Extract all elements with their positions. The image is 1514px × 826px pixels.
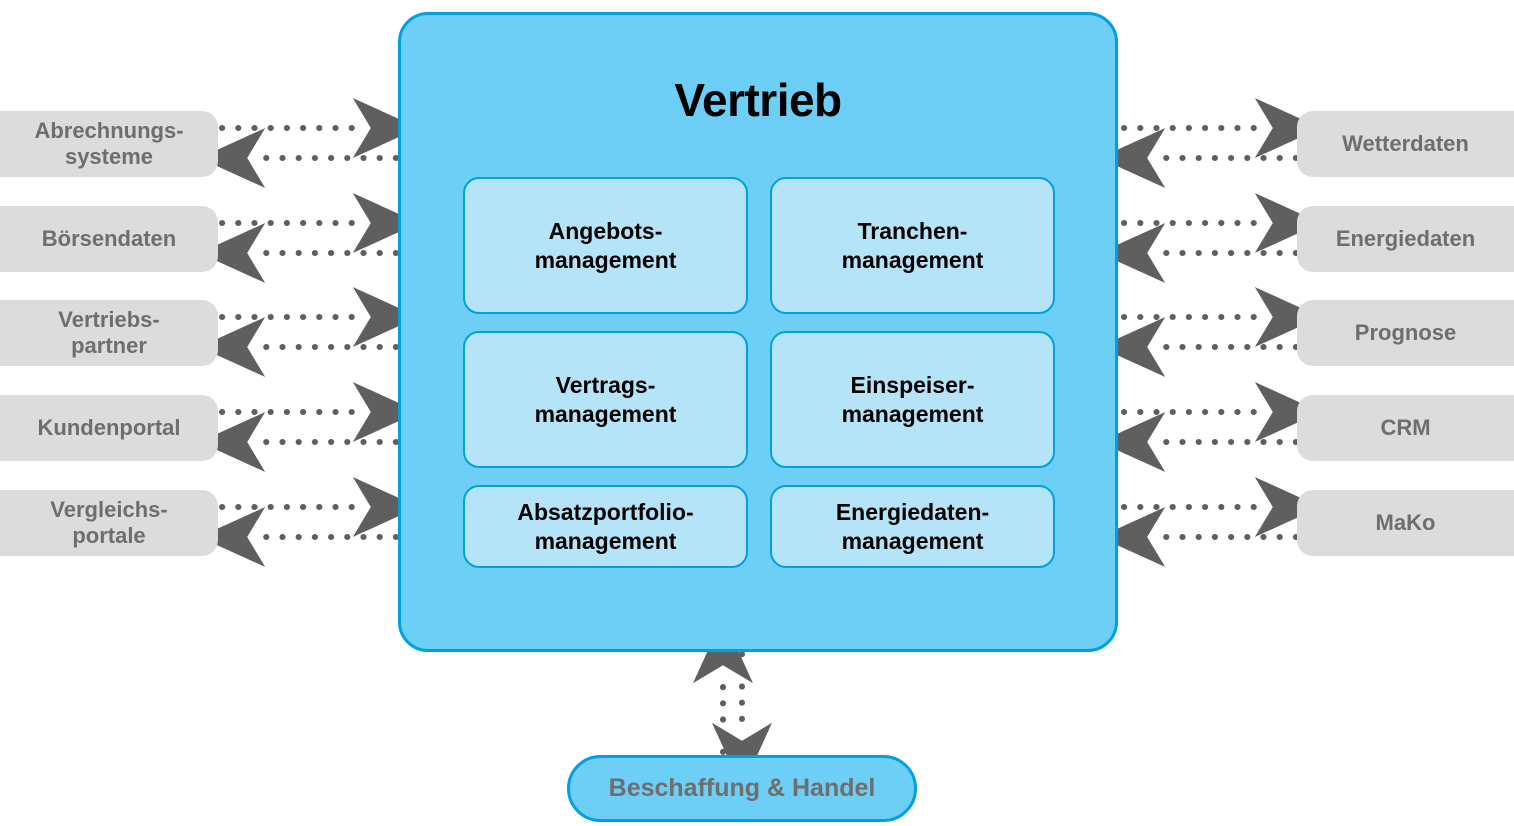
module-row-3: Absatzportfolio- management Energiedaten… [463,485,1055,568]
vertrieb-container[interactable]: Vertrieb Angebots- management Tranchen- … [398,12,1118,652]
node-boersendaten[interactable]: Börsendaten [0,206,218,272]
node-vertriebspartner[interactable]: Vertriebs- partner [0,300,218,366]
module-vertragsmanagement[interactable]: Vertrags- management [463,331,748,468]
module-label: Angebots- management [534,218,677,273]
module-absatzportfoliomanagement[interactable]: Absatzportfolio- management [463,485,748,568]
module-grid: Angebots- management Tranchen- managemen… [463,177,1055,585]
node-label: Abrechnungs- systeme [34,118,184,169]
module-label: Tranchen- management [841,218,984,273]
module-label: Vertrags- management [534,372,677,427]
module-row-2: Vertrags- management Einspeiser- managem… [463,331,1055,468]
node-label: Energiedaten [1335,226,1476,252]
module-label: Energiedaten- management [835,499,990,554]
node-label: Kundenportal [37,415,181,441]
node-crm[interactable]: CRM [1297,395,1514,461]
node-label: Wetterdaten [1342,131,1469,157]
node-kundenportal[interactable]: Kundenportal [0,395,218,461]
node-label: Vergleichs- portale [50,497,168,548]
module-angebotsmanagement[interactable]: Angebots- management [463,177,748,314]
node-label: Beschaffung & Handel [608,774,876,802]
node-label: Vertriebs- partner [58,307,160,358]
node-label: Börsendaten [41,226,177,252]
module-einspeisermanagement[interactable]: Einspeiser- management [770,331,1055,468]
node-label: Prognose [1354,320,1457,346]
module-label: Absatzportfolio- management [517,499,694,554]
module-row-1: Angebots- management Tranchen- managemen… [463,177,1055,314]
node-mako[interactable]: MaKo [1297,490,1514,556]
node-label: CRM [1380,415,1431,441]
node-prognose[interactable]: Prognose [1297,300,1514,366]
module-tranchenmanagement[interactable]: Tranchen- management [770,177,1055,314]
node-label: MaKo [1375,510,1436,536]
node-energiedaten[interactable]: Energiedaten [1297,206,1514,272]
node-wetterdaten[interactable]: Wetterdaten [1297,111,1514,177]
node-beschaffung-handel[interactable]: Beschaffung & Handel [567,755,917,822]
node-vergleichsportale[interactable]: Vergleichs- portale [0,490,218,556]
module-energiedatenmanagement[interactable]: Energiedaten- management [770,485,1055,568]
module-label: Einspeiser- management [841,372,984,427]
page-title: Vertrieb [674,74,842,126]
node-abrechnungssysteme[interactable]: Abrechnungs- systeme [0,111,218,177]
